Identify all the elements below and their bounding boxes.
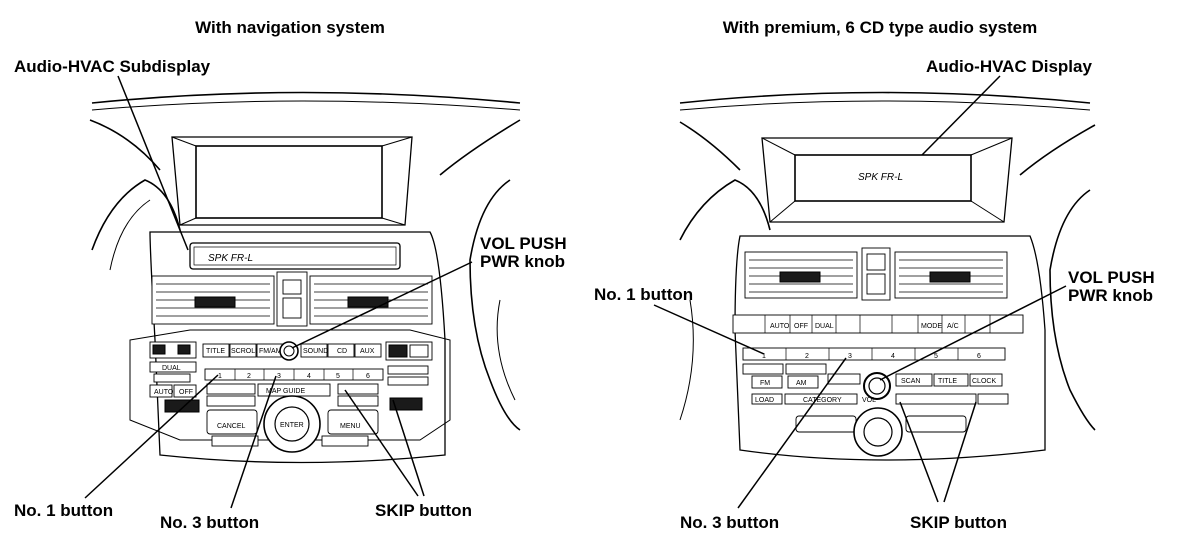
left-dash-right (439, 119, 521, 176)
right-btn-off[interactable]: OFF (794, 323, 808, 330)
right-btn-mode[interactable]: MODE (921, 323, 942, 330)
right-dash-curve (679, 121, 741, 171)
left-preset-1[interactable]: 1 (218, 373, 222, 380)
left-preset-6[interactable]: 6 (366, 373, 370, 380)
right-preset-5[interactable]: 5 (934, 353, 938, 360)
left-heading: With navigation system (195, 18, 385, 37)
right-vol-label-2: PWR knob (1068, 286, 1153, 305)
left-btn-aux[interactable]: AUX (360, 348, 375, 355)
right-vent-side (679, 179, 771, 241)
left-btn-sound[interactable]: SOUND (303, 348, 328, 355)
right-btn-ac[interactable]: A/C (947, 323, 959, 330)
left-control-panel (129, 329, 451, 441)
left-btn-scroll[interactable]: SCROLL (231, 348, 259, 355)
left-no3-label: No. 3 button (160, 513, 259, 532)
left-display-text: SPK FR-L (208, 253, 253, 264)
left-btn-fmam[interactable]: FM/AM (259, 348, 282, 355)
right-preset-4[interactable]: 4 (891, 353, 895, 360)
right-display-text: SPK FR-L (858, 172, 903, 183)
left-btn-off[interactable]: OFF (179, 389, 193, 396)
left-pillar-right (469, 179, 521, 431)
left-vents (151, 271, 433, 327)
right-hvac-row: AUTO OFF DUAL MODE A/C (732, 314, 1024, 334)
left-side-line (109, 199, 151, 271)
left-figure: With navigation system SPK FR-L (14, 18, 567, 532)
left-btn-enter[interactable]: ENTER (280, 422, 304, 429)
right-pillar-right (1049, 189, 1096, 431)
right-preset-2[interactable]: 2 (805, 353, 809, 360)
left-vent-slats (156, 283, 428, 317)
left-pillar-inner (496, 299, 516, 401)
right-btn-fm[interactable]: FM (760, 380, 770, 387)
right-heading: With premium, 6 CD type audio system (723, 18, 1037, 37)
left-vol-label-2: PWR knob (480, 252, 565, 271)
right-preset-6[interactable]: 6 (977, 353, 981, 360)
right-btn-auto[interactable]: AUTO (770, 323, 790, 330)
left-skip-label: SKIP button (375, 501, 472, 520)
left-btn-title[interactable]: TITLE (206, 348, 225, 355)
right-btn-clock[interactable]: CLOCK (972, 378, 996, 385)
left-preset-row: 1 2 3 4 5 6 (204, 368, 384, 381)
right-preset-3[interactable]: 3 (848, 353, 852, 360)
left-nav-screen (195, 145, 383, 219)
right-display-label: Audio-HVAC Display (926, 57, 1092, 76)
right-btn-load[interactable]: LOAD (755, 397, 774, 404)
left-dash-top (91, 91, 521, 104)
right-preset-row: 1 2 3 4 5 6 (742, 347, 1006, 361)
right-vol-label-1: VOL PUSH (1068, 268, 1155, 287)
right-btn-vol[interactable]: VOL (862, 397, 876, 404)
right-btn-category[interactable]: CATEGORY (803, 397, 842, 404)
left-preset-3[interactable]: 3 (277, 373, 281, 380)
right-audio-controls: SCAN TITLE CLOCK FM AM LOAD CATEGORY VOL (742, 363, 1009, 457)
left-preset-2[interactable]: 2 (247, 373, 251, 380)
left-btn-cd[interactable]: CD (337, 348, 347, 355)
right-dash-right (1019, 124, 1096, 176)
left-hvac-right (385, 341, 433, 411)
left-audio-top-row: TITLE SCROLL FM/AM SOUND CD AUX (202, 341, 382, 361)
left-btn-auto[interactable]: AUTO (154, 389, 174, 396)
left-preset-4[interactable]: 4 (307, 373, 311, 380)
left-hvac-left: DUAL AUTO OFF (149, 341, 200, 413)
left-btn-cancel[interactable]: CANCEL (217, 423, 246, 430)
left-preset-5[interactable]: 5 (336, 373, 340, 380)
right-btn-scan[interactable]: SCAN (901, 378, 920, 385)
right-btn-title[interactable]: TITLE (938, 378, 957, 385)
left-vol-label-1: VOL PUSH (480, 234, 567, 253)
right-no1-label: No. 1 button (594, 285, 693, 304)
right-no3-label: No. 3 button (680, 513, 779, 532)
right-display (794, 154, 972, 202)
right-dash-top (679, 91, 1091, 104)
left-subdisplay (189, 242, 401, 270)
right-btn-dual[interactable]: DUAL (815, 323, 834, 330)
right-skip-label: SKIP button (910, 513, 1007, 532)
left-pointers (84, 75, 473, 509)
right-preset-1[interactable]: 1 (762, 353, 766, 360)
left-btn-map-guide[interactable]: MAP GUIDE (266, 388, 305, 395)
left-btn-menu[interactable]: MENU (340, 423, 361, 430)
left-btn-dual[interactable]: DUAL (162, 365, 181, 372)
right-btn-am[interactable]: AM (796, 380, 807, 387)
left-vent-side (91, 179, 181, 251)
left-dash-top-inner (91, 100, 521, 111)
right-dash-top-inner (679, 100, 1091, 111)
right-figure: With premium, 6 CD type audio system SPK… (594, 18, 1155, 532)
right-pointers (653, 75, 1067, 509)
left-lower-controls: MAP GUIDE CANCEL ENTER MENU (206, 383, 379, 453)
left-dash-curve (89, 119, 161, 171)
left-no1-label: No. 1 button (14, 501, 113, 520)
left-subdisplay-label: Audio-HVAC Subdisplay (14, 57, 211, 76)
right-pillar-left (679, 299, 694, 421)
